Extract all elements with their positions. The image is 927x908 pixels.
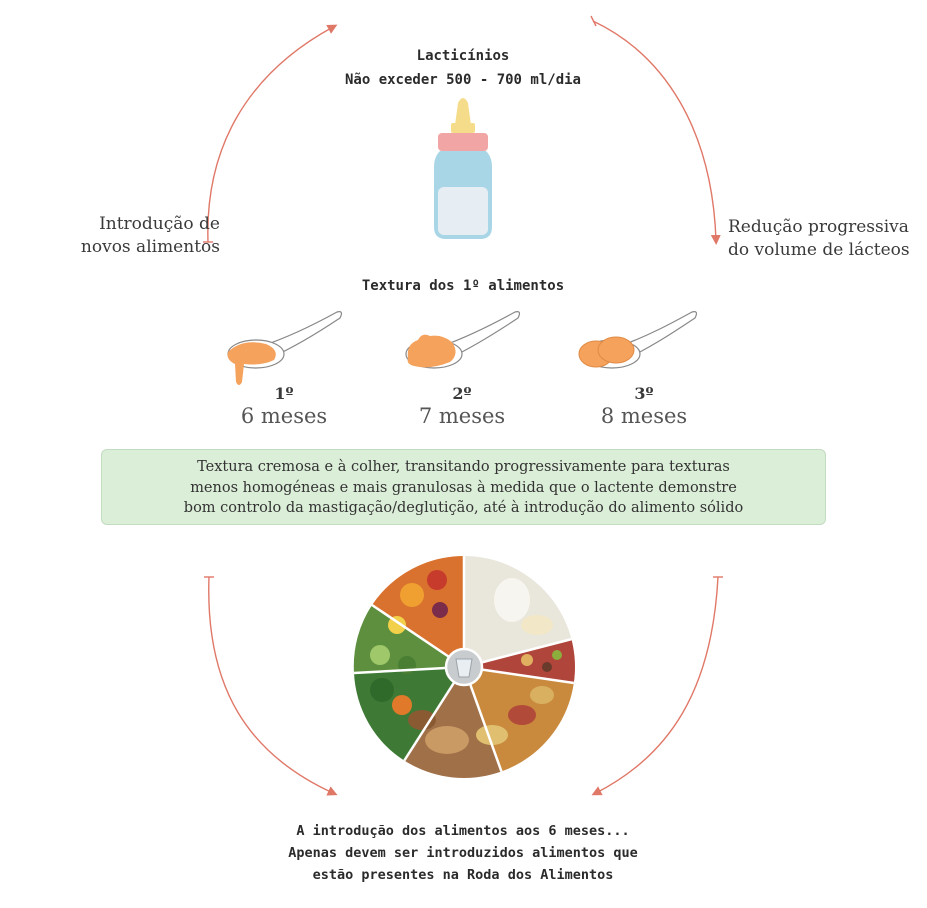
stage-1-age: 6 meses (240, 404, 328, 428)
arrow-top-left (207, 24, 338, 243)
arrow-bottom-right (591, 576, 719, 796)
right-note-line2: do volume de lácteos (728, 240, 910, 260)
food-wheel-icon (353, 556, 575, 778)
stage-1-ordinal: 1º (274, 384, 294, 403)
dairy-label: Lacticínios (416, 48, 510, 64)
spoon-mash-icon (405, 311, 521, 369)
bottom-line1: A introdução dos alimentos aos 6 meses..… (296, 823, 630, 839)
stage-2: 2º 7 meses (407, 385, 517, 429)
description-line3: bom controlo da mastigação/deglutição, a… (183, 500, 744, 516)
spoon-pieces-icon (578, 311, 698, 369)
arrow-bottom-left (208, 576, 338, 796)
spoon-puree-icon (227, 311, 343, 385)
bottom-line3: estão presentes na Roda dos Alimentos (312, 867, 614, 883)
stage-1: 1º 6 meses (229, 385, 339, 429)
left-note-line2: novos alimentos (80, 237, 220, 257)
stage-2-age: 7 meses (418, 404, 506, 428)
stage-2-ordinal: 2º (452, 384, 472, 403)
stage-3-ordinal: 3º (634, 384, 654, 403)
right-note: Redução progressiva do volume de lácteos (728, 216, 923, 262)
texture-title: Textura dos 1º alimentos (361, 278, 565, 294)
left-note-line1: Introdução de (99, 214, 220, 234)
stage-3-age: 8 meses (600, 404, 688, 428)
arrow-top-right (592, 20, 721, 245)
description-line2: menos homogéneas e mais granulosas à med… (190, 479, 737, 496)
bottom-line2: Apenas devem ser introduzidos alimentos … (288, 845, 638, 861)
description-line1: Textura cremosa e à colher, transitando … (197, 459, 730, 475)
baby-bottle-icon (434, 98, 492, 239)
right-note-line1: Redução progressiva (728, 217, 909, 237)
left-note: Introdução de novos alimentos (40, 213, 220, 259)
dairy-title: Lacticínios Não exceder 500 - 700 ml/dia (313, 44, 613, 92)
stage-3: 3º 8 meses (589, 385, 699, 429)
texture-description-box: Textura cremosa e à colher, transitando … (101, 449, 826, 525)
bottom-note: A introdução dos alimentos aos 6 meses..… (213, 820, 713, 886)
texture-description: Textura cremosa e à colher, transitando … (102, 457, 825, 519)
dairy-limit: Não exceder 500 - 700 ml/dia (344, 72, 581, 88)
